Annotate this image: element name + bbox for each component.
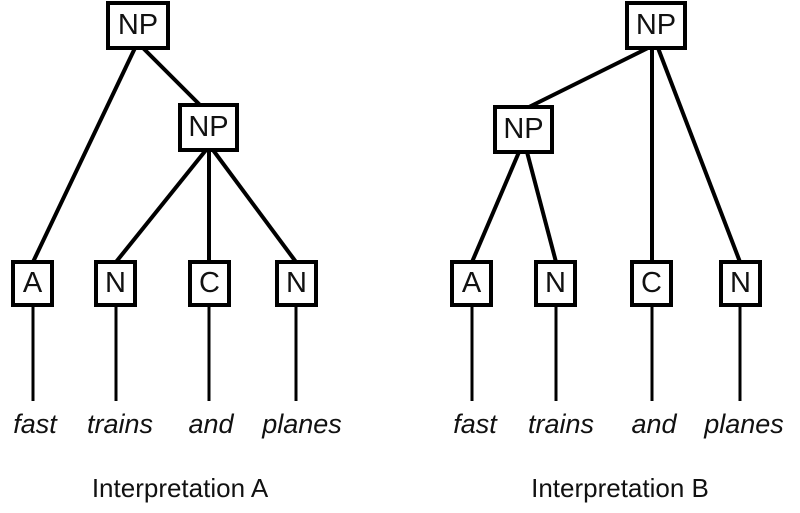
tree-node-b-leaf-n1: N: [534, 260, 577, 307]
tree-node-a-leaf-n2: N: [275, 260, 318, 307]
node-label-b-leaf-c: C: [641, 267, 662, 299]
tree-node-b-root-np: NP: [625, 1, 687, 50]
word-label-b-word-fast: fast: [453, 409, 498, 439]
node-label-a-leaf-n2: N: [286, 267, 307, 299]
word-label-a-word-fast: fast: [13, 409, 58, 439]
node-label-a-inner-np: NP: [188, 111, 228, 143]
tree-edge-b-edge-np-to-n1: [525, 151, 558, 263]
node-box-b-root-np: [625, 1, 687, 50]
node-label-a-leaf-n1: N: [105, 267, 126, 299]
node-label-b-leaf-n1: N: [545, 267, 566, 299]
node-box-a-leaf-n1: [94, 260, 137, 307]
node-box-b-leaf-n2: [719, 260, 762, 307]
node-label-b-root-np: NP: [636, 9, 676, 41]
word-label-b-word-planes: planes: [703, 409, 784, 439]
tree-edge-b-edge-root-to-np: [528, 46, 649, 109]
node-box-b-inner-np: [493, 105, 554, 154]
tree-node-b-leaf-a: A: [450, 260, 493, 307]
tree-node-a-inner-np: NP: [178, 103, 239, 152]
node-box-b-leaf-c: [630, 260, 673, 307]
tree-edge-b-edge-np-to-a: [470, 151, 521, 263]
tree-caption-interpretation-b: Interpretation B: [531, 473, 709, 503]
node-box-a-leaf-n2: [275, 260, 318, 307]
word-label-a-word-trains: trains: [87, 409, 153, 439]
word-label-a-word-and: and: [188, 409, 234, 439]
node-label-b-inner-np: NP: [503, 113, 543, 145]
tree-node-a-leaf-a: A: [11, 260, 54, 307]
tree-edge-a-edge-root-to-a: [31, 47, 137, 263]
node-box-a-leaf-c: [188, 260, 231, 307]
tree-node-a-leaf-n1: N: [94, 260, 137, 307]
node-box-a-root-np: [106, 1, 170, 50]
tree-caption-interpretation-a: Interpretation A: [92, 473, 269, 503]
tree-edge-a-edge-np-to-n1: [114, 148, 208, 264]
word-label-b-word-trains: trains: [528, 409, 594, 439]
node-label-a-leaf-c: C: [199, 267, 220, 299]
node-label-a-leaf-a: A: [23, 267, 43, 299]
tree-edge-a-edge-np-to-n2: [211, 148, 298, 264]
node-box-a-inner-np: [178, 103, 239, 152]
tree-edge-b-edge-root-to-n2: [656, 47, 742, 263]
tree-node-b-inner-np: NP: [493, 105, 554, 154]
node-box-b-leaf-a: [450, 260, 493, 307]
word-label-b-word-and: and: [631, 409, 677, 439]
word-label-a-word-planes: planes: [261, 409, 342, 439]
tree-node-a-leaf-c: C: [188, 260, 231, 307]
node-label-b-leaf-n2: N: [730, 267, 751, 299]
tree-edge-a-edge-root-to-np: [141, 46, 202, 107]
tree-node-b-leaf-c: C: [630, 260, 673, 307]
node-box-b-leaf-n1: [534, 260, 577, 307]
node-box-a-leaf-a: [11, 260, 54, 307]
node-label-a-root-np: NP: [118, 9, 158, 41]
node-label-b-leaf-a: A: [462, 267, 482, 299]
tree-node-a-root-np: NP: [106, 1, 170, 50]
tree-node-b-leaf-n2: N: [719, 260, 762, 307]
